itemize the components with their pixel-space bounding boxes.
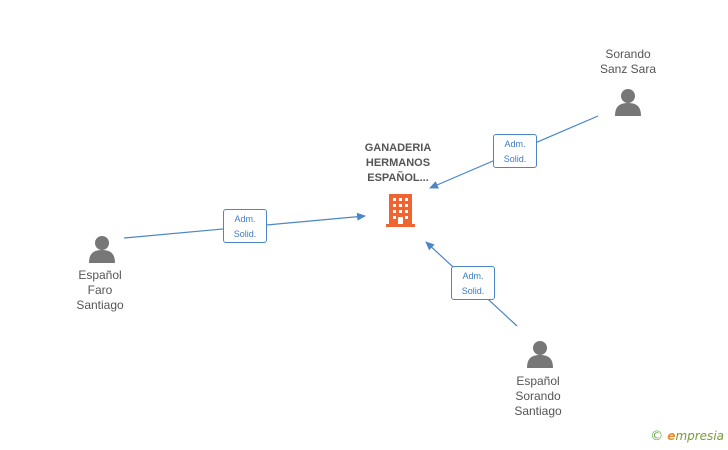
person-icon[interactable] [615, 89, 641, 116]
empresia-logo: ©empresia [650, 429, 724, 444]
copyright-icon: © [650, 429, 664, 444]
brand-e: e [667, 429, 676, 443]
edge-label-role: Adm. Solid. [223, 209, 267, 243]
building-icon[interactable] [386, 194, 415, 227]
company-name[interactable]: GANADERIA HERMANOS ESPAÑOL... [364, 142, 432, 184]
edge-label-role: Adm. Solid. [493, 134, 537, 168]
person-name-espanol-sorando-santiago[interactable]: Español Sorando Santiago [514, 374, 562, 418]
person-name-sorando-sanz-sara[interactable]: Sorando Sanz Sara [599, 47, 657, 76]
edge-label-role: Adm. Solid. [451, 266, 495, 300]
brand-rest: mpresia [675, 429, 724, 443]
person-icon[interactable] [527, 341, 553, 368]
person-icon[interactable] [89, 236, 115, 263]
person-name-espanol-faro-santiago[interactable]: Español Faro Santiago [76, 268, 124, 312]
